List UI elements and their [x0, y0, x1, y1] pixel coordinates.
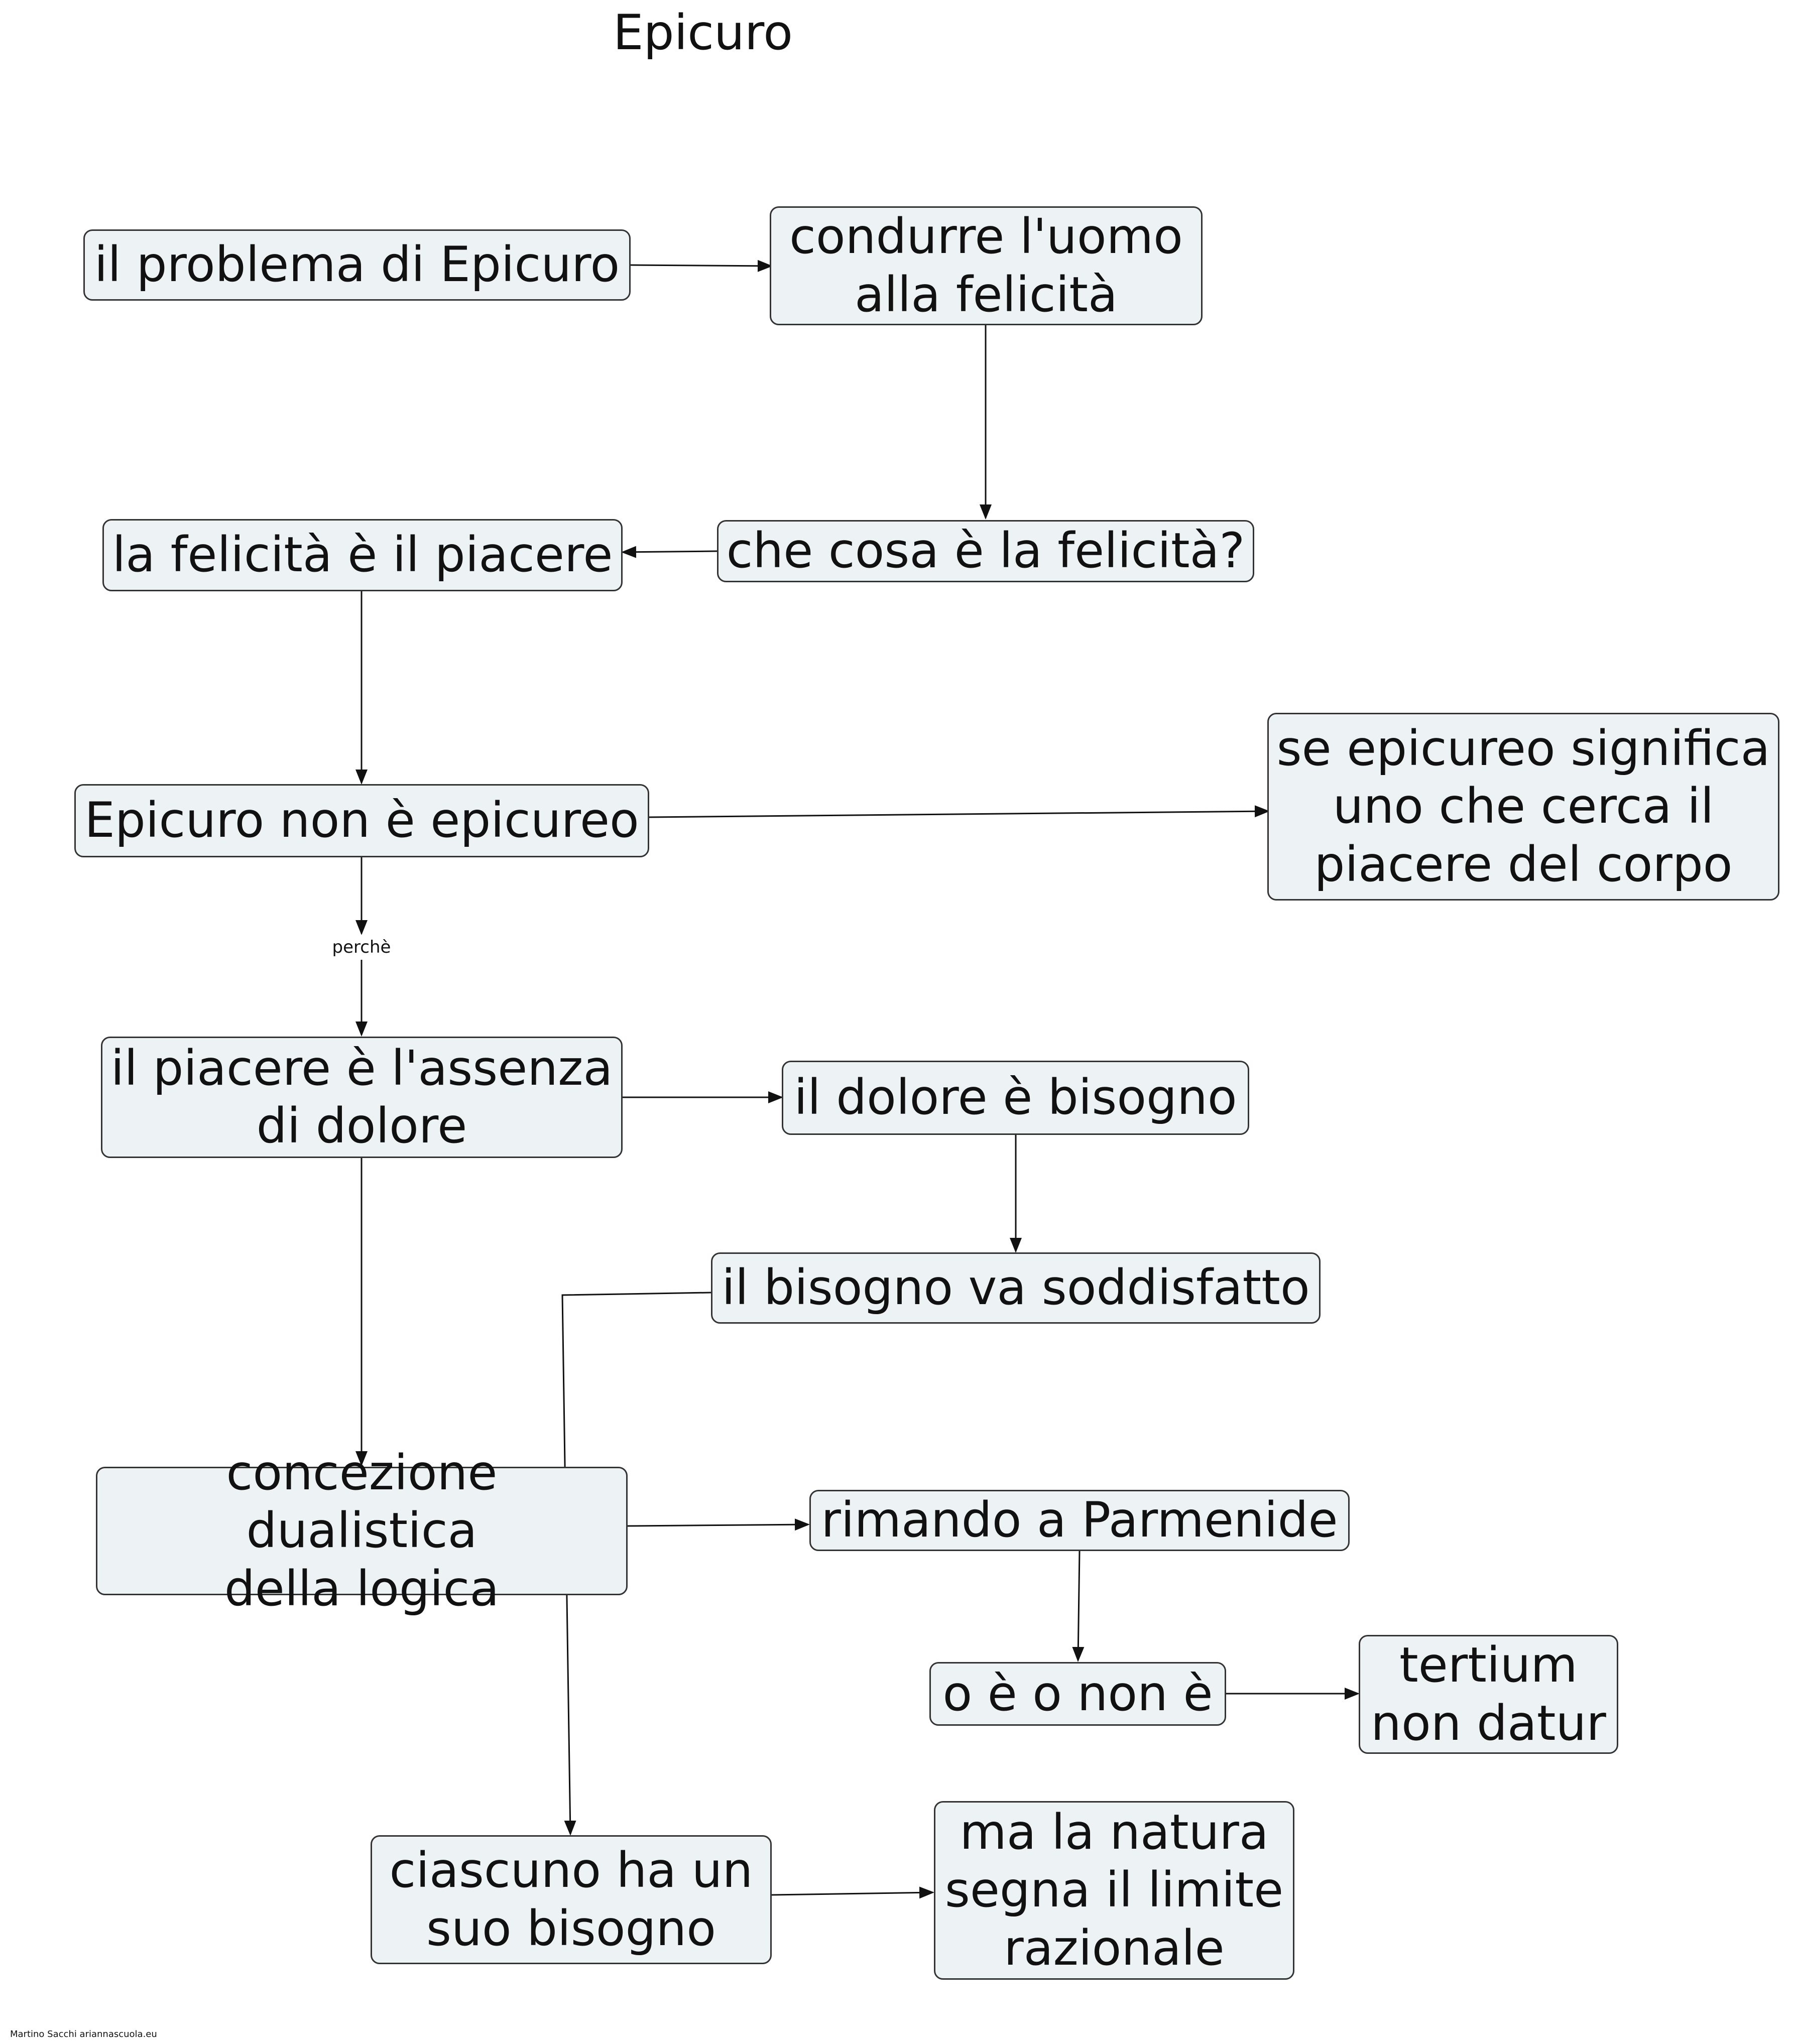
edge-question-to-pleasure	[621, 546, 718, 558]
edge-not-epicurean-to-if-epicurean	[649, 805, 1270, 818]
edge-dualistic-to-parmenides	[627, 1518, 810, 1531]
node-pleasure[interactable]: la felicità è il piacere	[102, 519, 623, 591]
edge-problem-to-lead	[630, 260, 773, 272]
node-absence[interactable]: il piacere è l'assenza di dolore	[101, 1037, 623, 1158]
edge-label-because: perchè	[321, 935, 402, 960]
node-need-satisfied[interactable]: il bisogno va soddisfatto	[711, 1252, 1321, 1324]
node-problem[interactable]: il problema di Epicuro	[83, 229, 631, 301]
node-dualistic[interactable]: concezione dualistica della logica	[96, 1445, 628, 1617]
node-question[interactable]: che cosa è la felicità?	[717, 520, 1254, 582]
node-not-epicurean[interactable]: Epicuro non è epicureo	[74, 784, 649, 857]
node-lead[interactable]: condurre l'uomo alla felicità	[770, 206, 1203, 325]
node-parmenides[interactable]: rimando a Parmenide	[809, 1490, 1350, 1551]
node-if-epicurean[interactable]: se epicureo significa uno che cerca il p…	[1267, 713, 1779, 901]
node-pain-need[interactable]: il dolore è bisogno	[782, 1061, 1249, 1135]
footer-credit: Martino Sacchi ariannascuola.eu	[10, 2029, 157, 2039]
edge-parmenides-to-either-or	[1072, 1551, 1085, 1662]
node-nature-limit[interactable]: ma la natura segna il limite razionale	[934, 1801, 1294, 1980]
node-tertium[interactable]: tertium non datur	[1359, 1635, 1618, 1754]
edge-each-need-to-nature-limit	[771, 1886, 934, 1899]
edge-need-satisfied-to-each-need	[561, 1292, 711, 1836]
map-title: Epicuro	[613, 5, 793, 61]
node-either-or[interactable]: o è o non è	[929, 1662, 1226, 1726]
node-each-need[interactable]: ciascuno ha un suo bisogno	[371, 1835, 772, 1964]
